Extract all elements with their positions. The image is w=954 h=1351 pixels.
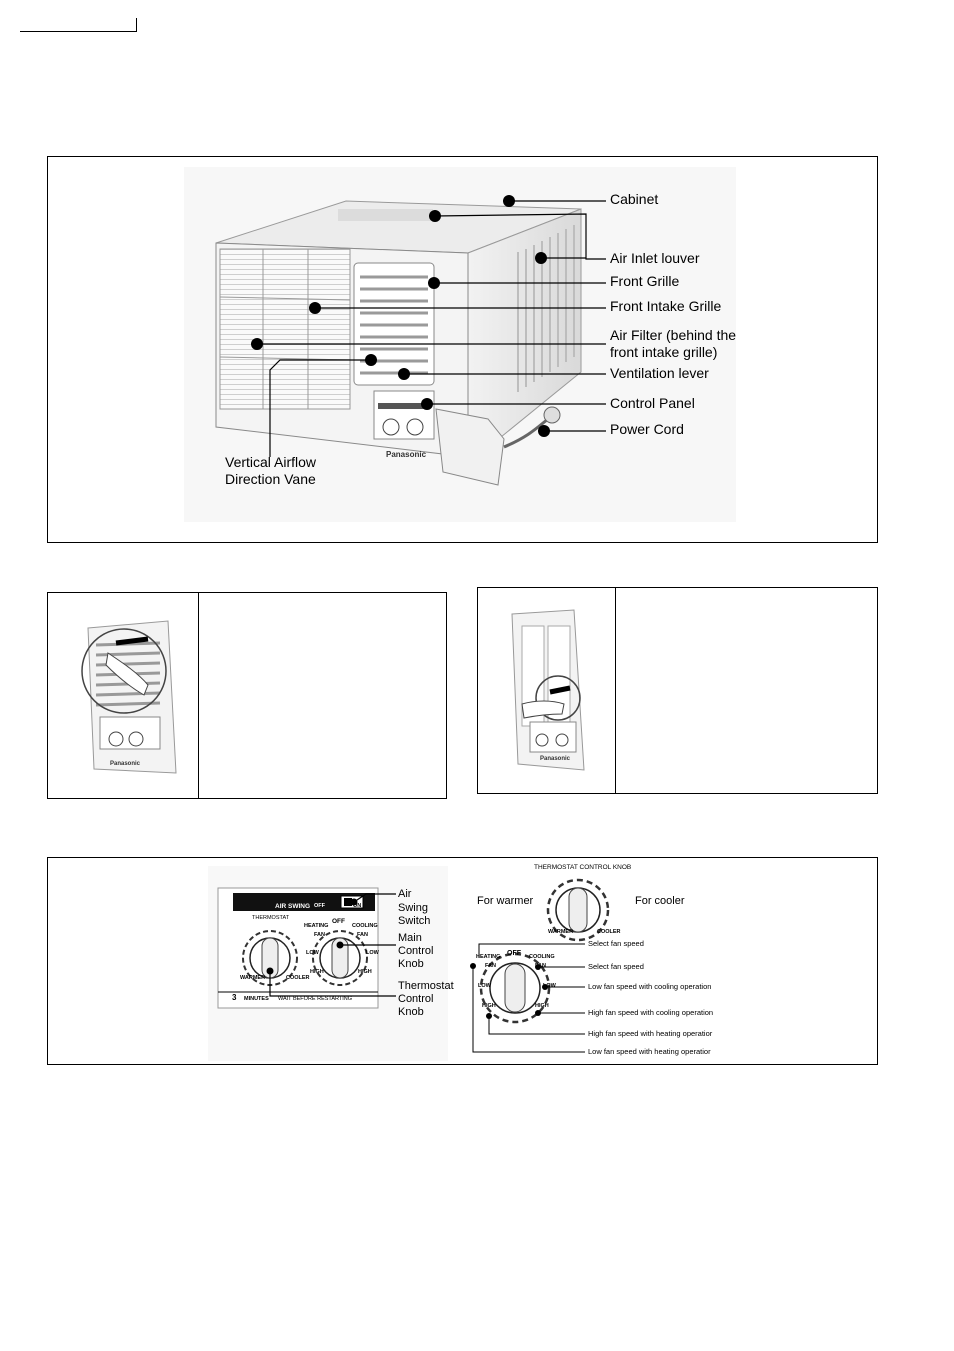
filter-hand-illustration: Panasonic	[511, 609, 585, 771]
frame-divider	[198, 593, 199, 798]
label-vertical-vane-2: Direction Vane	[225, 471, 316, 487]
air-swing-off: OFF	[314, 903, 325, 909]
high-label-right: HIGH	[358, 969, 372, 975]
warmer-label: WARMER	[240, 975, 266, 981]
legend-item-4: High fan speed with cooling operation	[588, 1008, 714, 1017]
filter-operation-frame: Panasonic	[477, 587, 878, 794]
right-cooling-label: COOLING	[529, 954, 555, 960]
callout-air-swing-2: Swing	[398, 902, 428, 914]
callout-main-knob-2: Control	[398, 945, 434, 957]
heating-label: HEATING	[304, 923, 329, 929]
fan-label-left: FAN	[314, 932, 325, 938]
low-label-left: LOW	[306, 950, 319, 956]
label-vertical-vane-1: Vertical Airflow	[225, 454, 317, 470]
right-cooler-label: COOLER	[597, 929, 621, 935]
grille-hand-illustration: Panasonic	[81, 620, 177, 774]
right-heating-label: HEATING	[476, 954, 501, 960]
legend-item-2: Select fan speed	[588, 962, 644, 971]
right-low-right: LOW	[543, 983, 556, 989]
callout-thermo-knob-2: Control	[398, 993, 434, 1005]
wait-label: WAIT BEFORE RESTARTING	[278, 996, 353, 1002]
label-power-cord: Power Cord	[610, 421, 684, 437]
air-swing-label: AIR SWING	[275, 903, 311, 910]
air-swing-on[interactable]: ON	[353, 903, 362, 909]
low-label-right: LOW	[366, 950, 379, 956]
brand-logo-right: Panasonic	[540, 756, 571, 762]
minutes-number: 3	[232, 993, 237, 1002]
label-ventilation-lever: Ventilation lever	[610, 365, 709, 381]
control-panel-drawing	[208, 866, 610, 1061]
callout-thermo-knob-3: Knob	[398, 1006, 424, 1018]
fan-label-right: FAN	[357, 932, 368, 938]
right-warmer-label: WARMER	[548, 929, 574, 935]
cooler-label: COOLER	[286, 975, 310, 981]
label-air-inlet-louver: Air Inlet louver	[610, 250, 700, 266]
right-fan-right: FAN	[535, 963, 546, 969]
header-tick	[136, 18, 137, 32]
for-cooler-label: For cooler	[635, 895, 685, 907]
callout-main-knob-3: Knob	[398, 958, 424, 970]
air-conditioner-illustration: Panasonic	[184, 167, 736, 522]
minutes-label: MINUTES	[244, 996, 269, 1002]
frame-divider	[615, 588, 616, 793]
callout-main-knob-1: Main	[398, 932, 422, 944]
legend-item-5: High fan speed with heating operatior	[588, 1029, 713, 1038]
label-air-filter-2: front intake grille)	[610, 344, 718, 360]
for-warmer-label: For warmer	[477, 895, 534, 907]
callout-air-swing-1: Air	[398, 888, 412, 900]
legend-item-1: Select fan speed	[588, 939, 644, 948]
callout-thermo-knob-1: Thermostat	[398, 980, 454, 992]
thermostat-label: THERMOSTAT	[252, 915, 290, 921]
legend-item-6: Low fan speed with heating operatior	[588, 1047, 711, 1056]
off-label: OFF	[332, 918, 345, 925]
right-low-left: LOW	[478, 983, 491, 989]
label-control-panel: Control Panel	[610, 395, 695, 411]
header-rule	[20, 31, 137, 32]
thermostat-knob-title: THERMOSTAT CONTROL KNOB	[534, 864, 632, 871]
right-high-right: HIGH	[535, 1003, 549, 1009]
label-front-intake-grille: Front Intake Grille	[610, 298, 722, 314]
label-front-grille: Front Grille	[610, 273, 680, 289]
overview-frame: Panasonic Cabinet Air Inlet louver Front…	[47, 156, 878, 543]
cooling-label: COOLING	[352, 923, 378, 929]
brand-logo: Panasonic	[386, 450, 427, 459]
controls-frame: AIR SWING OFF ON THERMOSTAT HEATING OFF …	[47, 857, 878, 1065]
high-label-left: HIGH	[310, 969, 324, 975]
label-cabinet: Cabinet	[610, 191, 659, 207]
right-off-label: OFF	[507, 950, 521, 957]
brand-logo-left: Panasonic	[110, 761, 141, 767]
grille-operation-frame: Panasonic	[47, 592, 447, 799]
callout-air-swing-3: Switch	[398, 915, 431, 927]
right-high-left: HIGH	[482, 1003, 496, 1009]
right-fan-left: FAN	[485, 963, 496, 969]
legend-item-3: Low fan speed with cooling operation	[588, 982, 712, 991]
label-air-filter-1: Air Filter (behind the	[610, 327, 737, 343]
